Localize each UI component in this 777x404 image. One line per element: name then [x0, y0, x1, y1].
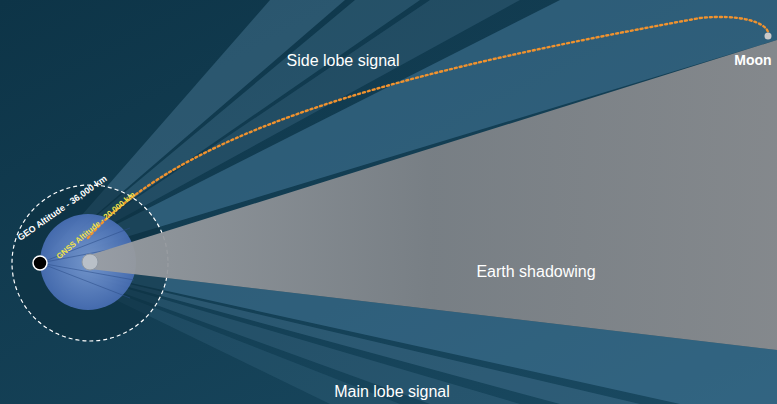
- moon: [765, 33, 772, 40]
- lunar-trajectory: [88, 17, 768, 238]
- beam-label: Side lobe signal: [287, 52, 400, 70]
- region-label: Earth shadowing: [476, 263, 595, 281]
- earth: [82, 254, 98, 270]
- gnss-satellite: [33, 256, 47, 270]
- beam-label: Main lobe signal: [334, 383, 450, 401]
- moon-label: Moon: [734, 52, 771, 68]
- earth-shadow: [90, 40, 777, 350]
